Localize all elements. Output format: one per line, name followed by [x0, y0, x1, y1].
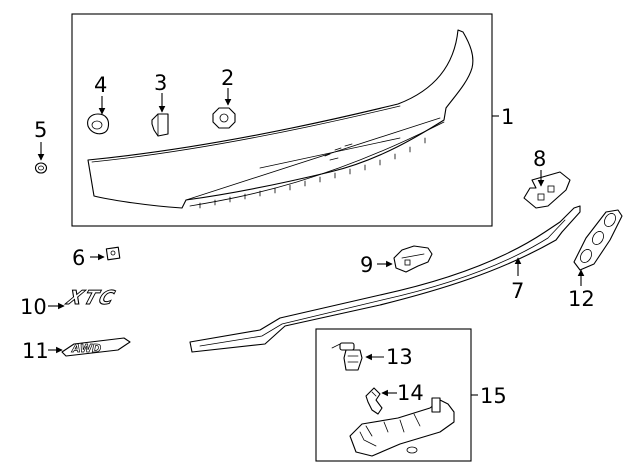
spoiler-panel — [87, 29, 474, 209]
callout-10: 10 — [20, 295, 47, 319]
awd-emblem-text: AWD — [71, 342, 101, 355]
part-9-bracket — [393, 245, 433, 273]
part-14-bulb — [365, 387, 383, 415]
callout-6: 6 — [72, 246, 85, 270]
callout-12: 12 — [568, 287, 595, 311]
callout-15: 15 — [480, 384, 507, 408]
part-6-clip — [105, 246, 121, 261]
callout-5: 5 — [34, 118, 47, 142]
callout-3: 3 — [154, 71, 167, 95]
callout-1: 1 — [501, 105, 514, 129]
callout-7: 7 — [511, 279, 524, 303]
part-2-nut — [212, 107, 236, 129]
callout-13: 13 — [386, 345, 413, 369]
part-11-awd-emblem: AWD — [61, 337, 131, 357]
callout-4: 4 — [94, 73, 107, 97]
spoiler-group-box — [71, 13, 493, 227]
callout-2: 2 — [221, 66, 234, 90]
part-15-lamp-housing — [349, 397, 455, 457]
part-3-clip — [151, 113, 169, 137]
part-13-socket — [331, 342, 363, 371]
part-12-badge — [573, 209, 623, 271]
part-8-bracket — [523, 171, 571, 209]
part-10-xtc-emblem: XTC — [63, 286, 120, 309]
part-7-trim-strip — [189, 205, 581, 353]
part-5-washer — [34, 162, 48, 174]
xtc-emblem-text: XTC — [63, 286, 119, 308]
callout-14: 14 — [397, 381, 424, 405]
callout-11: 11 — [22, 339, 49, 363]
part-4-grommet — [87, 113, 110, 135]
callout-9: 9 — [360, 253, 373, 277]
callout-8: 8 — [533, 147, 546, 171]
